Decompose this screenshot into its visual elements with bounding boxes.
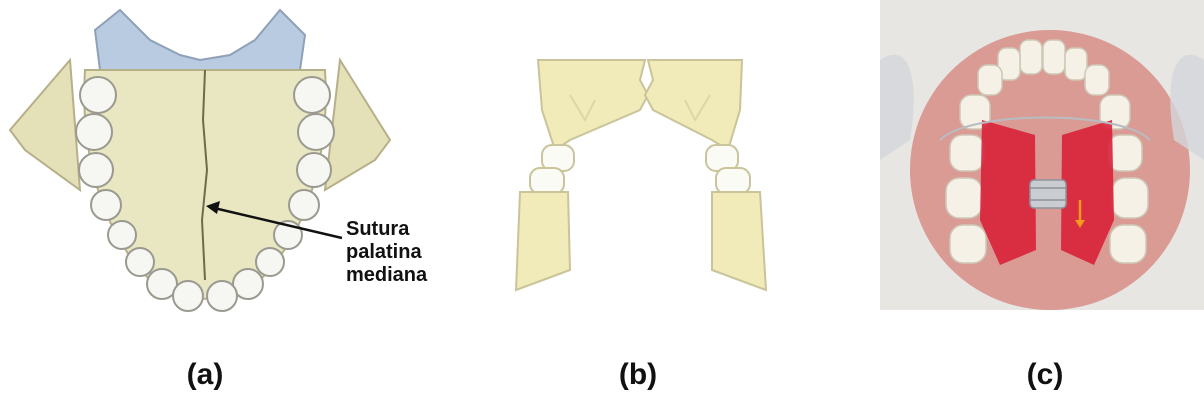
right-molars	[706, 145, 750, 194]
right-half-block	[645, 60, 742, 150]
caption-b: (b)	[578, 358, 698, 392]
left-lower-column	[516, 192, 570, 290]
expansion-screw	[1030, 180, 1066, 208]
suture-annotation-label: Sutura palatina mediana	[346, 218, 427, 287]
panel-c-intraoral-photo	[880, 0, 1204, 310]
right-wing	[325, 60, 390, 190]
palate-schematic	[490, 0, 790, 330]
left-wing	[10, 60, 80, 190]
posterior-tissue	[95, 10, 305, 70]
caption-a: (a)	[145, 358, 265, 392]
panel-b-schematic	[490, 0, 790, 330]
caption-c: (c)	[985, 358, 1105, 392]
left-molars	[530, 145, 574, 194]
right-lower-column	[712, 192, 766, 290]
intraoral-photo	[880, 0, 1204, 310]
